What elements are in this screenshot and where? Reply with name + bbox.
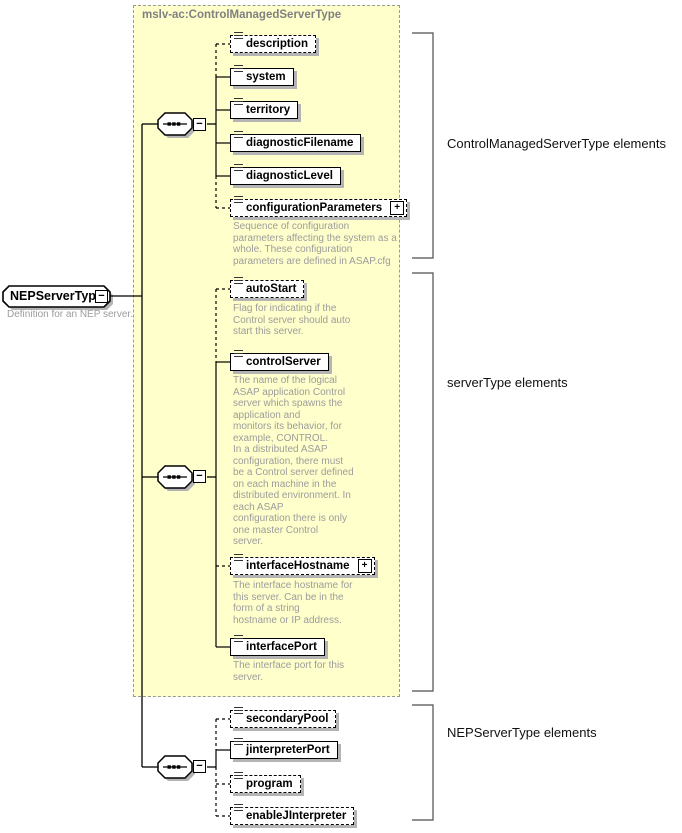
element-label: territory (246, 104, 291, 116)
element-label: program (246, 778, 293, 790)
trunk-lines (108, 123, 216, 768)
text-content-icon (234, 772, 243, 779)
element-diagnosticLevel[interactable]: diagnosticLevel (230, 164, 341, 185)
sequence1-collapse-button[interactable]: − (193, 118, 206, 131)
element-interfaceHostname[interactable]: interfaceHostname + (230, 554, 375, 575)
root-caption: Definition for an NEP server. (7, 309, 133, 320)
text-content-icon (234, 738, 243, 745)
section1-branch (215, 43, 231, 209)
element-jinterpreterPort[interactable]: jinterpreterPort (230, 738, 338, 759)
bracket-label-servertype: serverType elements (447, 375, 568, 390)
element-interfacePort[interactable]: interfacePort (230, 635, 325, 656)
element-label: description (246, 38, 308, 50)
annotation-interfaceHostname: The interface hostname for this server. … (233, 580, 353, 626)
element-system[interactable]: system (230, 65, 294, 86)
sequence2-collapse-button[interactable]: − (193, 470, 206, 483)
element-label: diagnosticFilename (246, 137, 354, 149)
element-label: interfacePort (246, 641, 317, 653)
root-type-name[interactable]: NEPServerType (10, 289, 103, 303)
text-content-icon (234, 277, 243, 284)
root-type-shape[interactable] (2, 285, 111, 308)
sequence-compositor-3[interactable] (157, 755, 193, 779)
element-diagnosticFilename[interactable]: diagnosticFilename (230, 131, 362, 152)
bracket-label-controlmanagedservertype: ControlManagedServerType elements (447, 136, 666, 151)
element-label: enableJInterpreter (246, 810, 347, 822)
element-enableJInterpreter[interactable]: enableJInterpreter (230, 804, 355, 825)
element-territory[interactable]: territory (230, 98, 299, 119)
element-label: jinterpreterPort (246, 744, 330, 756)
base-type-title: mslv-ac:ControlManagedServerType (142, 9, 342, 21)
expand-button[interactable]: + (390, 201, 405, 215)
group-brackets (412, 32, 434, 821)
element-label: autoStart (246, 283, 297, 295)
text-content-icon (234, 98, 243, 105)
text-content-icon (234, 65, 243, 72)
element-secondaryPool[interactable]: secondaryPool (230, 707, 337, 728)
element-label: secondaryPool (246, 713, 329, 725)
text-content-icon (234, 164, 243, 171)
sequence-compositor-2[interactable] (157, 465, 193, 489)
text-content-icon (234, 707, 243, 714)
annotation-configurationParameters: Sequence of configuration parameters aff… (233, 221, 397, 267)
text-content-icon (234, 32, 243, 39)
bracket-label-nepservertype: NEPServerType elements (447, 725, 597, 740)
element-configurationParameters[interactable]: configurationParameters + (230, 196, 408, 217)
sequence3-collapse-button[interactable]: − (193, 760, 206, 773)
element-description[interactable]: description (230, 32, 316, 53)
annotation-autoStart: Flag for indicating if the Control serve… (233, 303, 351, 337)
element-program[interactable]: program (230, 772, 301, 793)
expand-button[interactable]: + (357, 559, 372, 573)
section3-branch (215, 718, 231, 817)
element-autoStart[interactable]: autoStart (230, 277, 305, 298)
text-content-icon (234, 804, 243, 811)
section2-branch (215, 288, 231, 648)
text-content-icon (234, 635, 243, 642)
root-collapse-button[interactable]: − (95, 290, 108, 303)
annotation-interfacePort: The interface port for this server. (233, 660, 345, 683)
annotation-controlServer: The name of the logical ASAP application… (233, 375, 354, 547)
element-label: interfaceHostname (246, 560, 350, 572)
sequence-compositor-1[interactable] (157, 112, 193, 136)
shadows (6, 116, 195, 781)
text-content-icon (234, 196, 243, 203)
element-label: controlServer (246, 356, 321, 368)
element-label: configurationParameters (246, 202, 383, 214)
text-content-icon (234, 131, 243, 138)
element-label: system (246, 71, 286, 83)
element-controlServer[interactable]: controlServer (230, 350, 329, 371)
text-content-icon (234, 554, 243, 561)
text-content-icon (234, 350, 243, 357)
element-label: diagnosticLevel (246, 170, 333, 182)
